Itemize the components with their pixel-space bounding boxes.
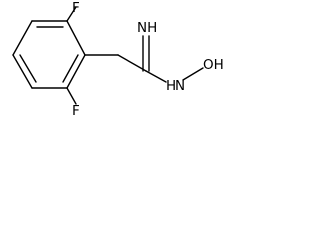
bond-n-to-oh [182, 67, 204, 81]
hydroxyamino-h-label: H [166, 78, 176, 94]
ring-double-bond-inner-3 [19, 54, 37, 83]
benzene-ring [12, 20, 86, 89]
hydroxyamino-n-label: N [175, 78, 185, 94]
molecule-structure: F F NH N H OH [12, 0, 224, 119]
ring-bond-3 [66, 54, 86, 89]
ring-bond-2 [66, 20, 86, 56]
fluorine-bottom-label: F [72, 103, 80, 119]
ring-bond-5 [12, 54, 33, 89]
bond-ch2-to-amidine-carbon [117, 54, 147, 72]
hydroxyl-label: OH [203, 57, 224, 73]
ring-bond-6 [12, 20, 33, 56]
bond-to-fluorine-bottom [66, 87, 77, 105]
fluorine-top-label: F [72, 0, 80, 16]
imine-nh-label: NH [137, 20, 157, 36]
ring-double-bond-inner-2 [62, 54, 79, 83]
bond-c-to-nh [145, 70, 167, 83]
bond-to-fluorine-top [66, 6, 77, 22]
